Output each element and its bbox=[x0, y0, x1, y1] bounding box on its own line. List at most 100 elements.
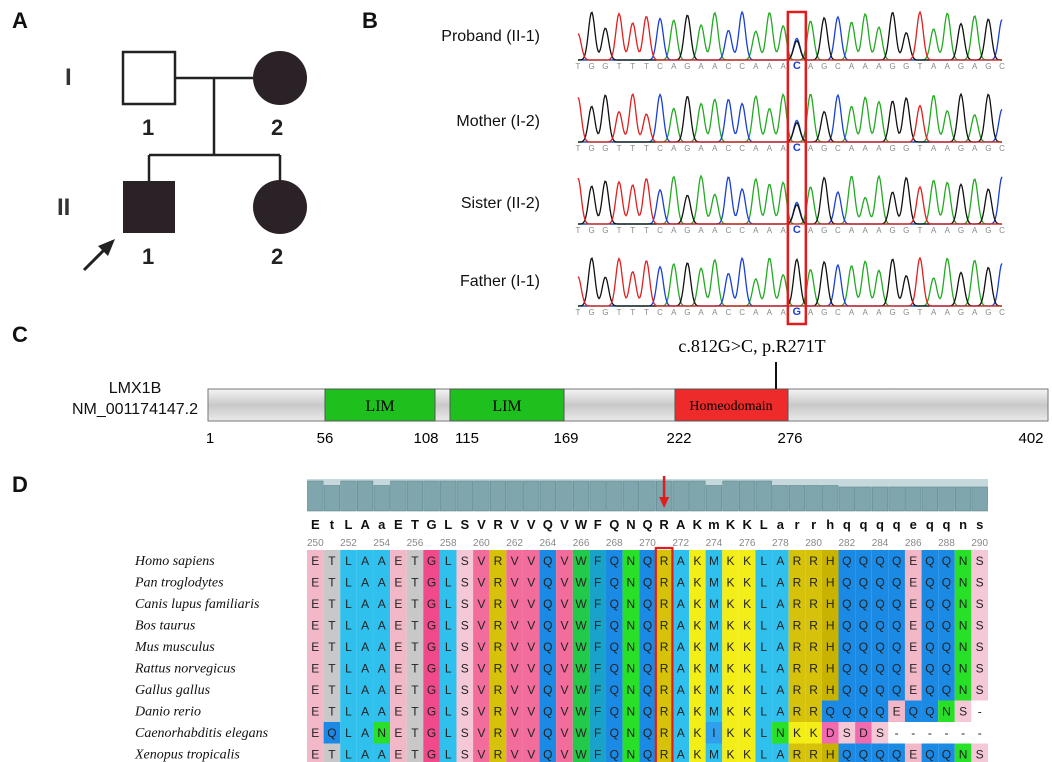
residue-letter: F bbox=[594, 662, 601, 676]
consensus-residue: L bbox=[444, 517, 452, 532]
residue-cell bbox=[390, 571, 407, 593]
conservation-bar bbox=[805, 485, 822, 512]
residue-letter: A bbox=[361, 576, 369, 590]
residue-letter: F bbox=[594, 554, 601, 568]
residue-cell bbox=[307, 636, 324, 658]
residue-cell bbox=[755, 636, 773, 658]
base-call: A bbox=[671, 308, 677, 317]
base-call: G bbox=[903, 62, 909, 71]
conservation-bar bbox=[672, 480, 689, 512]
residue-cell bbox=[556, 743, 573, 762]
residue-letter: R bbox=[494, 554, 503, 568]
residue-letter: W bbox=[575, 640, 587, 654]
residue-letter: Q bbox=[610, 597, 619, 611]
residue-letter: L bbox=[760, 640, 767, 654]
residue-letter: - bbox=[944, 726, 948, 740]
base-call: A bbox=[753, 226, 759, 235]
base-call: A bbox=[780, 226, 786, 235]
residue-cell bbox=[639, 614, 656, 636]
residue-letter: V bbox=[511, 705, 519, 719]
alignment-position: 254 bbox=[373, 538, 390, 549]
consensus-residue: E bbox=[311, 517, 320, 532]
residue-letter: - bbox=[961, 726, 965, 740]
residue-cell bbox=[323, 722, 341, 744]
residue-letter: Q bbox=[610, 748, 619, 762]
residue-letter: K bbox=[693, 662, 701, 676]
residue-letter: Q bbox=[842, 662, 851, 676]
individual-number-I2: 2 bbox=[271, 115, 283, 140]
residue-letter: E bbox=[311, 619, 319, 633]
residue-cell bbox=[356, 700, 374, 722]
base-call: G bbox=[958, 308, 964, 317]
residue-cell bbox=[705, 571, 723, 593]
residue-letter: V bbox=[477, 748, 485, 762]
consensus-residue: r bbox=[811, 517, 816, 532]
residue-letter: Q bbox=[892, 597, 901, 611]
base-call: G bbox=[684, 226, 690, 235]
mutation-label: c.812G>C, p.R271T bbox=[678, 336, 825, 356]
residue-letter: Q bbox=[327, 726, 336, 740]
residue-cell bbox=[456, 700, 474, 722]
residue-letter: Q bbox=[643, 554, 652, 568]
residue-letter: K bbox=[743, 662, 751, 676]
residue-letter: Q bbox=[875, 705, 884, 719]
residue-letter: V bbox=[511, 554, 519, 568]
residue-letter: M bbox=[709, 748, 719, 762]
residue-letter: A bbox=[677, 705, 685, 719]
lim-domain-2-label: LIM bbox=[492, 398, 521, 415]
residue-cell bbox=[838, 679, 856, 701]
residue-cell bbox=[838, 571, 856, 593]
base-call: A bbox=[863, 308, 869, 317]
residue-cell bbox=[439, 571, 457, 593]
species-name: Rattus norvegicus bbox=[134, 662, 236, 677]
residue-cell bbox=[539, 593, 557, 615]
base-call: G bbox=[958, 62, 964, 71]
alignment-position: 256 bbox=[407, 538, 424, 549]
residue-letter: V bbox=[477, 726, 485, 740]
residue-letter: K bbox=[727, 683, 735, 697]
alignment-position: 278 bbox=[772, 538, 789, 549]
residue-cell bbox=[655, 743, 673, 762]
conservation-bar bbox=[954, 486, 972, 512]
residue-cell bbox=[855, 722, 872, 744]
residue-letter: N bbox=[627, 554, 636, 568]
residue-letter: K bbox=[727, 726, 735, 740]
residue-cell bbox=[307, 550, 324, 572]
residue-letter: S bbox=[976, 683, 984, 697]
consensus-residue: G bbox=[427, 517, 437, 532]
residue-letter: Q bbox=[892, 554, 901, 568]
residue-letter: R bbox=[494, 683, 503, 697]
residue-cell bbox=[639, 593, 656, 615]
residue-letter: R bbox=[660, 554, 669, 568]
residue-cell bbox=[522, 593, 540, 615]
residue-cell bbox=[705, 743, 723, 762]
residue-letter: K bbox=[693, 597, 701, 611]
residue-cell bbox=[705, 593, 723, 615]
panel-label-d: D bbox=[12, 472, 28, 497]
residue-cell bbox=[373, 743, 391, 762]
residue-cell bbox=[888, 700, 905, 722]
residue-cell bbox=[838, 743, 856, 762]
residue-letter: R bbox=[660, 597, 669, 611]
alignment-position: 268 bbox=[606, 538, 623, 549]
residue-letter: M bbox=[709, 705, 719, 719]
residue-letter: A bbox=[677, 554, 685, 568]
residue-cell bbox=[307, 743, 324, 762]
residue-cell bbox=[556, 614, 573, 636]
residue-letter: R bbox=[809, 554, 818, 568]
conservation-bar bbox=[473, 480, 490, 512]
conservation-bar bbox=[373, 485, 390, 512]
residue-cell bbox=[406, 550, 424, 572]
trace-label-father: Father (I-1) bbox=[459, 273, 540, 290]
base-call: A bbox=[767, 308, 773, 317]
residue-cell bbox=[423, 679, 440, 701]
residue-cell bbox=[738, 657, 756, 679]
residue-letter: K bbox=[693, 619, 701, 633]
homeodomain bbox=[674, 388, 789, 422]
lim-domain-1 bbox=[324, 388, 436, 422]
residue-cell bbox=[605, 679, 623, 701]
residue-cell bbox=[855, 550, 872, 572]
residue-cell bbox=[639, 743, 656, 762]
